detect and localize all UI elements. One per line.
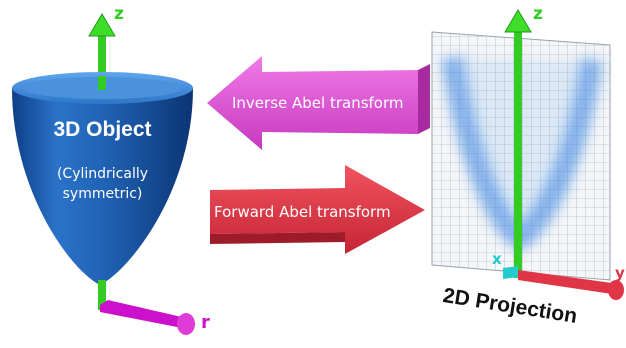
forward-abel-arrow bbox=[210, 165, 425, 254]
z-axis-right-label: z bbox=[533, 4, 543, 24]
z-axis-left-label: z bbox=[114, 4, 124, 24]
object-note-line2: symmetric) bbox=[62, 186, 143, 202]
z-axis-right-shaft bbox=[514, 28, 522, 278]
forward-arrow-underside bbox=[210, 232, 345, 244]
y-axis-label: y bbox=[615, 264, 625, 282]
paraboloid-object bbox=[12, 13, 195, 335]
r-axis-label: r bbox=[201, 312, 210, 333]
projection-plane bbox=[431, 9, 624, 300]
z-axis-left-shaft bbox=[98, 30, 106, 90]
z-axis-right-arrowhead bbox=[504, 9, 532, 33]
object-body bbox=[12, 88, 193, 285]
object-note-line1: (Cylindrically bbox=[56, 166, 149, 182]
inverse-abel-arrow bbox=[207, 56, 430, 150]
r-axis-arrowhead bbox=[177, 313, 195, 335]
inverse-arrow-side bbox=[418, 64, 430, 134]
y-axis-arrowhead bbox=[608, 280, 624, 300]
inverse-arrow-shape bbox=[207, 56, 418, 150]
r-axis-shaft bbox=[100, 300, 186, 328]
inverse-arrow-label: Inverse Abel transform bbox=[232, 94, 404, 112]
y-axis-shaft bbox=[518, 270, 612, 294]
x-axis-label: x bbox=[492, 250, 502, 268]
z-axis-left-arrowhead bbox=[88, 13, 116, 37]
z-axis-left-lower bbox=[98, 280, 106, 310]
x-axis-shaft bbox=[503, 266, 518, 279]
object-title: 3D Object bbox=[53, 118, 152, 141]
forward-arrow-shape bbox=[210, 165, 425, 254]
forward-arrow-label: Forward Abel transform bbox=[214, 203, 391, 221]
